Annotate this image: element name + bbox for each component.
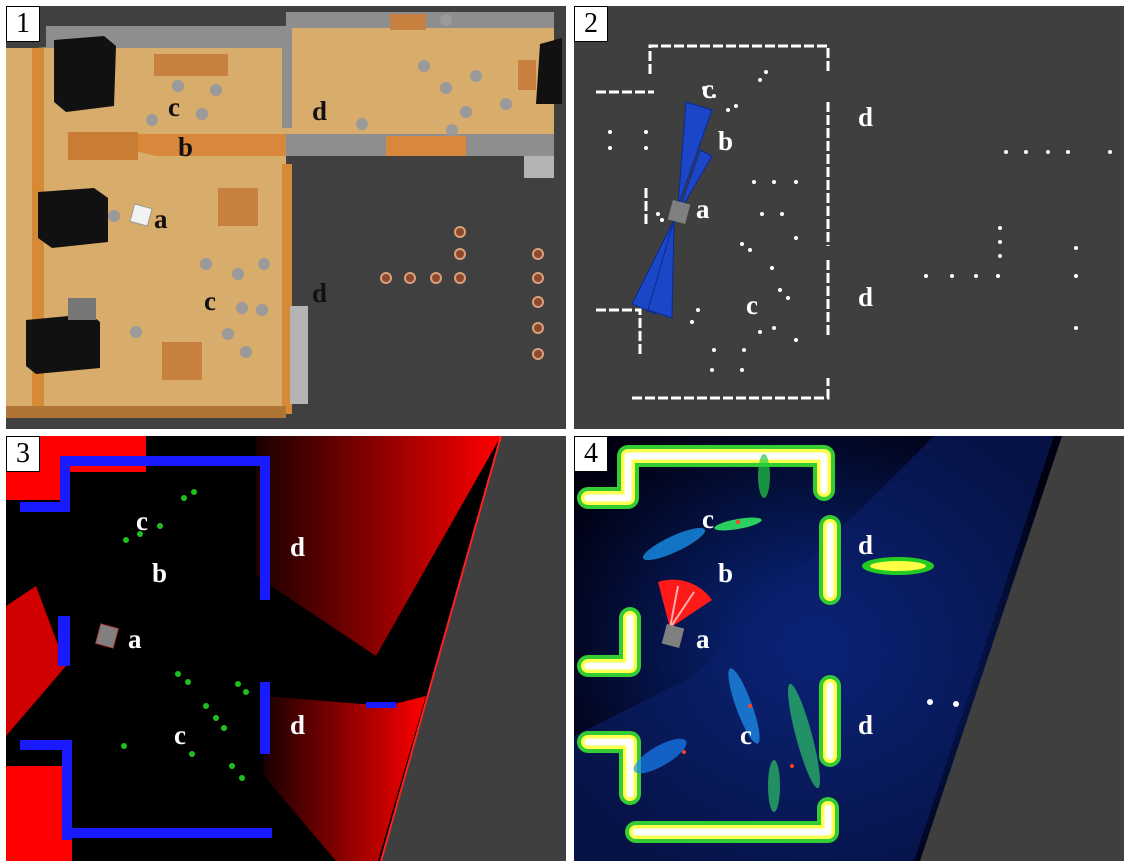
unknown-region (381, 436, 566, 861)
scan-points (608, 70, 1112, 372)
label-c-bottom: c (740, 720, 752, 750)
person-trails (633, 454, 820, 812)
label-c-top: c (702, 74, 714, 104)
label-c-bottom: c (204, 286, 216, 316)
label-d-bottom: d (858, 282, 874, 312)
robot-a (95, 623, 119, 649)
label-b: b (152, 558, 168, 588)
panel-3-cost-map: 3 c b d a c d (6, 436, 566, 861)
heat-map (574, 436, 1124, 861)
panel-number: 2 (574, 6, 608, 42)
person-detections (121, 489, 249, 781)
label-b: b (718, 558, 734, 588)
label-d-bottom: d (290, 710, 306, 740)
person-markers (682, 520, 794, 768)
label-c-top: c (702, 504, 714, 534)
box-1 (54, 36, 116, 112)
box-2 (38, 188, 108, 248)
panel-number: 3 (6, 436, 40, 472)
sensor-cone-top (677, 101, 713, 207)
box-3 (26, 314, 100, 374)
cost-map (6, 436, 566, 861)
box-4 (536, 38, 562, 104)
panel-number: 1 (6, 6, 40, 42)
label-d-top: d (312, 96, 328, 126)
robot-a (667, 200, 691, 224)
scan-wall-top (648, 44, 830, 74)
label-c-top: c (136, 506, 148, 536)
robot-a (129, 203, 153, 227)
label-a: a (128, 624, 142, 654)
label-d-top: d (290, 532, 306, 562)
label-d-top: d (858, 530, 874, 560)
robot-a (661, 624, 685, 648)
label-d-top: d (858, 102, 874, 132)
label-a: a (696, 194, 710, 224)
label-b: b (178, 132, 194, 162)
panel-4-heat-map: 4 c b d a c d (574, 436, 1124, 861)
label-a: a (154, 204, 168, 234)
simulation-scene (6, 6, 566, 429)
panel-2-laser-scan: 2 c b d a d c (574, 6, 1124, 429)
label-d-bottom: d (858, 710, 874, 740)
laser-scan-map (574, 6, 1124, 429)
floor-right-room (286, 18, 554, 138)
label-d-bottom: d (312, 278, 328, 308)
label-c-bottom: c (174, 720, 186, 750)
unknown-region (920, 436, 1124, 861)
label-c-bottom: c (746, 290, 758, 320)
label-b: b (718, 126, 734, 156)
panel-number: 4 (574, 436, 608, 472)
panel-1-simulation-view: 1 c b d a c d (6, 6, 566, 429)
label-a: a (696, 624, 710, 654)
label-c-top: c (168, 92, 180, 122)
